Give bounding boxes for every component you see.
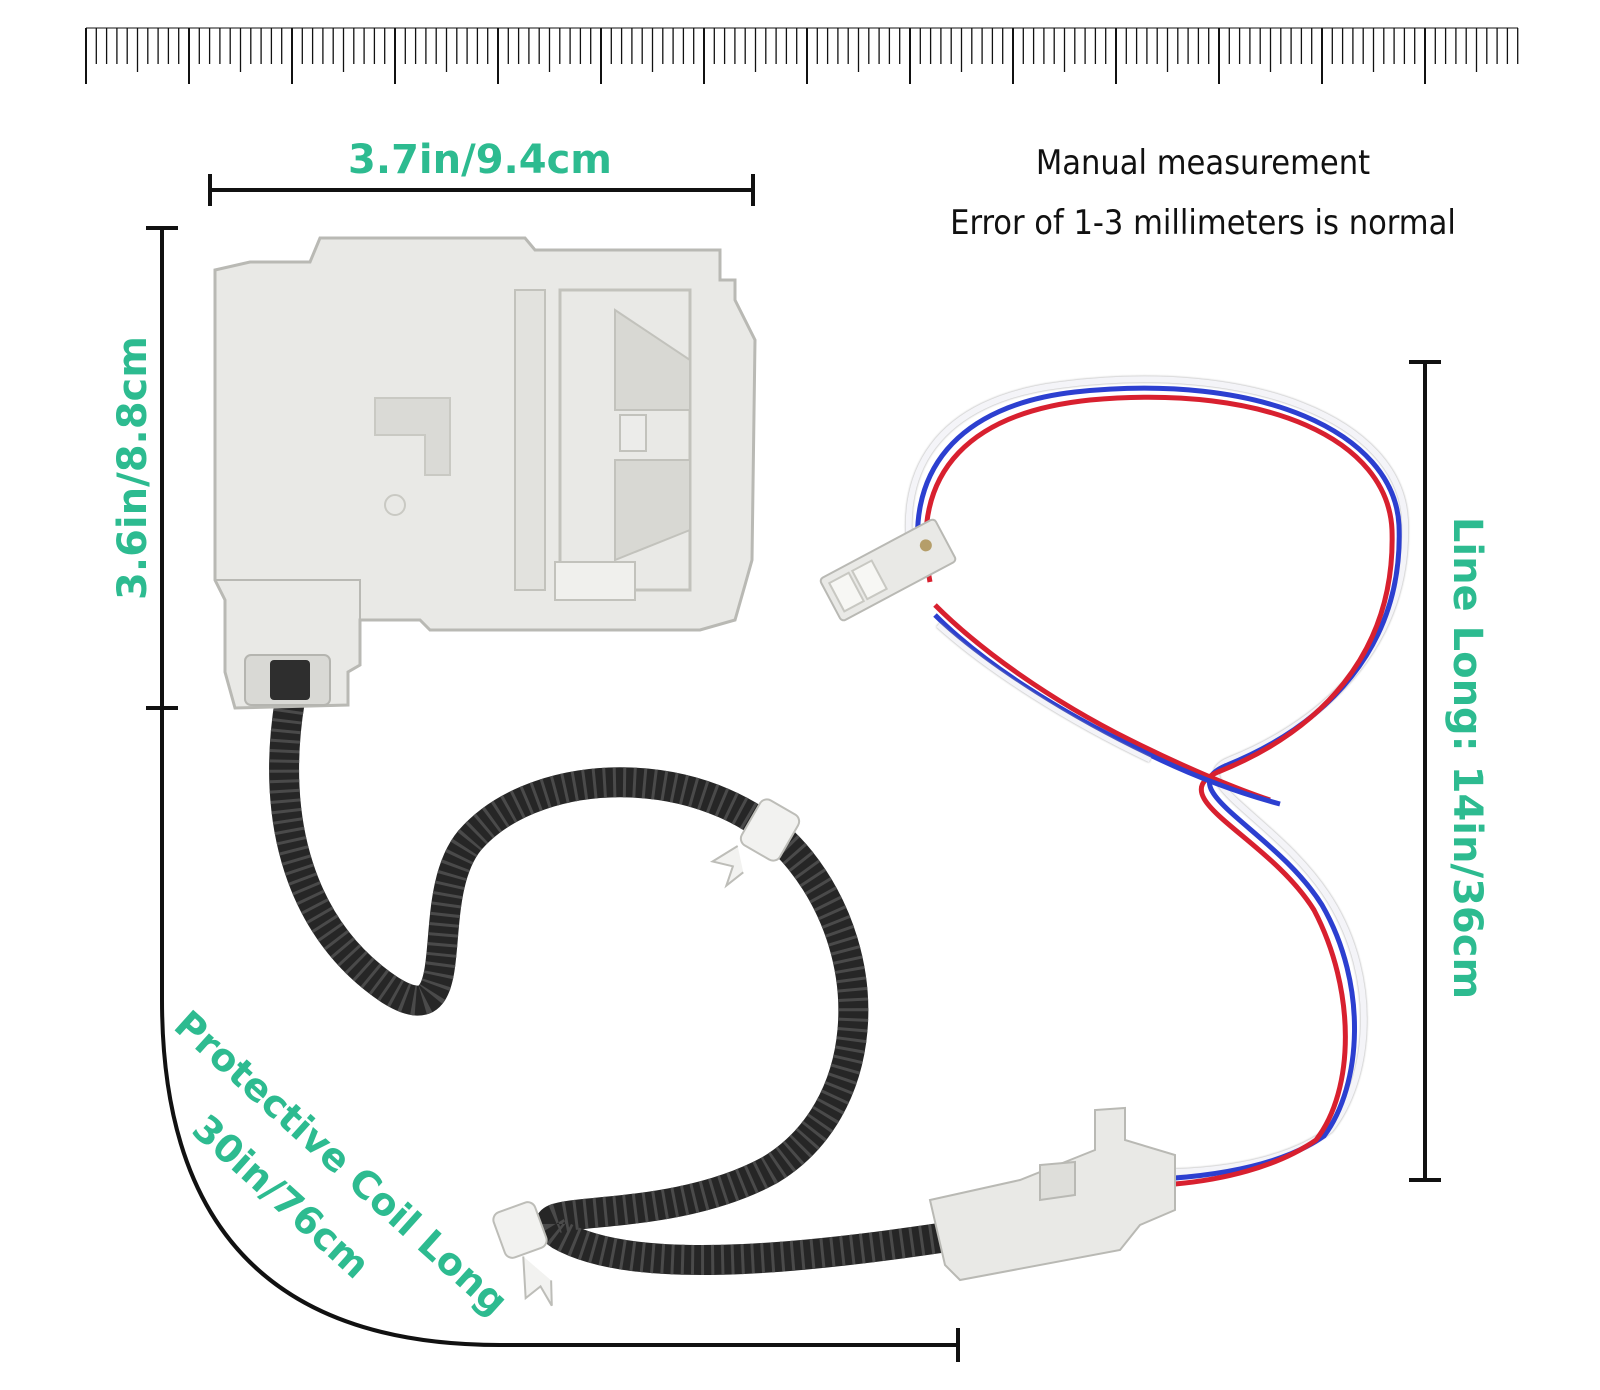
- width-label: 3.7in/9.4cm: [348, 137, 612, 183]
- end-connector-icon: [928, 1106, 1176, 1282]
- wire-harness-icon: [905, 376, 1409, 1187]
- connector-plug-icon: [819, 518, 957, 622]
- line-length-dimension: Line Long: 14in/36cm: [1409, 360, 1490, 1182]
- door-lock-switch-icon: [213, 236, 757, 710]
- note-line-2: Error of 1-3 millimeters is normal: [950, 203, 1456, 243]
- note-line-1: Manual measurement: [1036, 143, 1370, 183]
- width-dimension: 3.7in/9.4cm: [208, 137, 755, 206]
- ruler-icon: [85, 27, 1519, 84]
- line-length-label: Line Long: 14in/36cm: [1444, 517, 1490, 999]
- conduit-icon: [269, 685, 995, 1307]
- height-label: 3.6in/8.8cm: [110, 336, 156, 600]
- height-dimension: 3.6in/8.8cm: [110, 226, 178, 710]
